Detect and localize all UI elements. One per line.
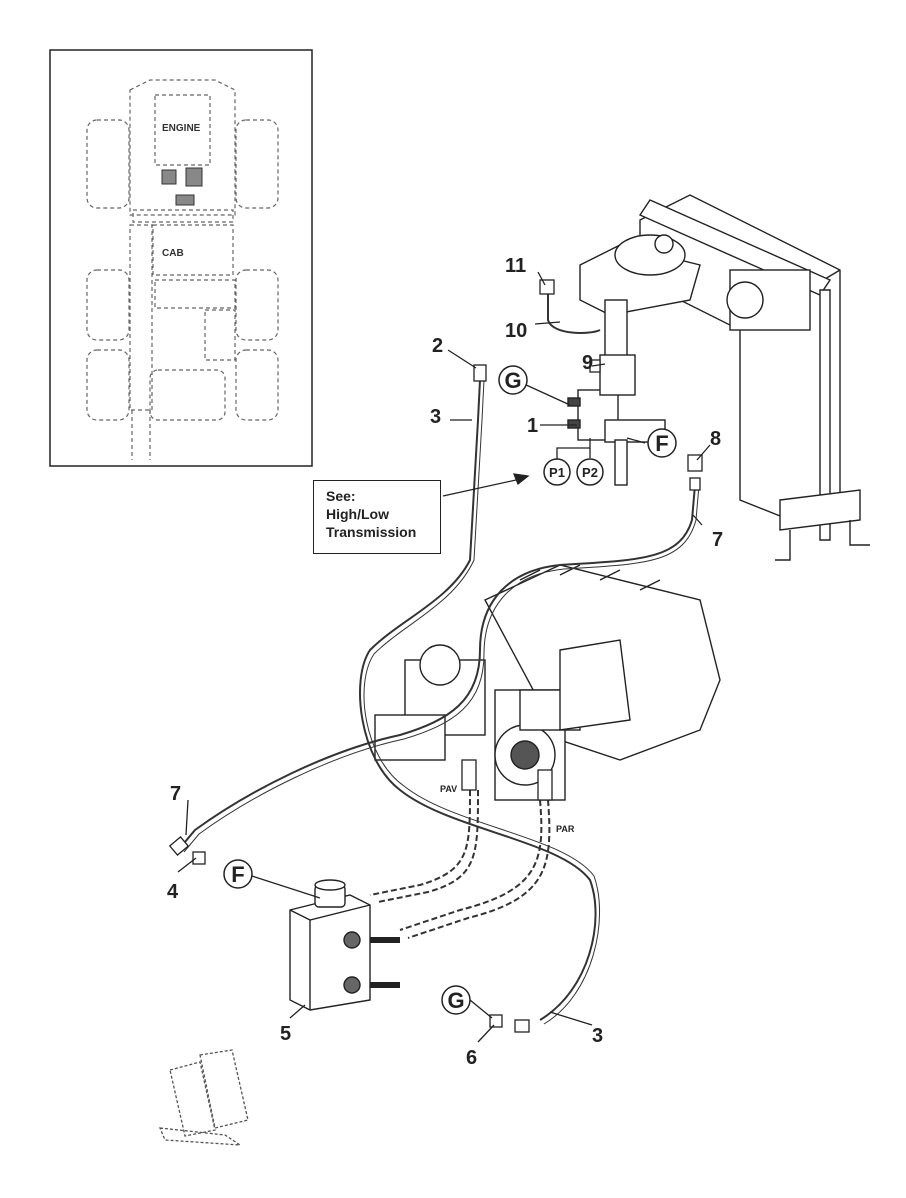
hydraulic-reservoir [579, 194, 870, 561]
callout-2: 2 [432, 335, 443, 357]
orientation-symbol [158, 1049, 249, 1146]
label-par: PAR [556, 824, 575, 834]
callout-6: 6 [466, 1047, 477, 1069]
see-note-line3: Transmission [326, 524, 417, 540]
leader-lines [177, 271, 711, 1043]
selector-valve-block [289, 879, 400, 1011]
see-note-line1: See: [326, 488, 356, 504]
port-f-bottom: F [231, 862, 244, 887]
transmission-assembly [374, 564, 721, 801]
callout-9: 9 [582, 352, 593, 374]
callout-5: 5 [280, 1023, 291, 1045]
callout-11: 11 [505, 255, 526, 277]
port-g-bottom: G [447, 988, 464, 1013]
callout-3-top: 3 [430, 406, 441, 428]
port-markers [223, 365, 677, 1015]
engine-label: ENGINE [162, 123, 201, 134]
callout-7-top: 7 [712, 529, 723, 551]
label-pav: PAV [440, 784, 457, 794]
callout-7-bottom: 7 [170, 783, 181, 805]
location-inset: ENGINE CAB [49, 49, 313, 467]
callout-10: 10 [505, 320, 527, 342]
port-g-top: G [504, 368, 521, 393]
port-p2: P2 [582, 465, 598, 480]
callout-4: 4 [167, 881, 179, 903]
cab-label: CAB [162, 248, 184, 259]
callout-8: 8 [710, 428, 721, 450]
callout-1: 1 [527, 415, 538, 437]
see-note-line2: High/Low [326, 506, 389, 522]
callout-3-bottom: 3 [592, 1025, 603, 1047]
port-p1: P1 [549, 465, 565, 480]
see-note-box: See: High/Low Transmission [313, 480, 441, 554]
hoses [179, 290, 700, 1025]
port-f-top: F [655, 431, 668, 456]
